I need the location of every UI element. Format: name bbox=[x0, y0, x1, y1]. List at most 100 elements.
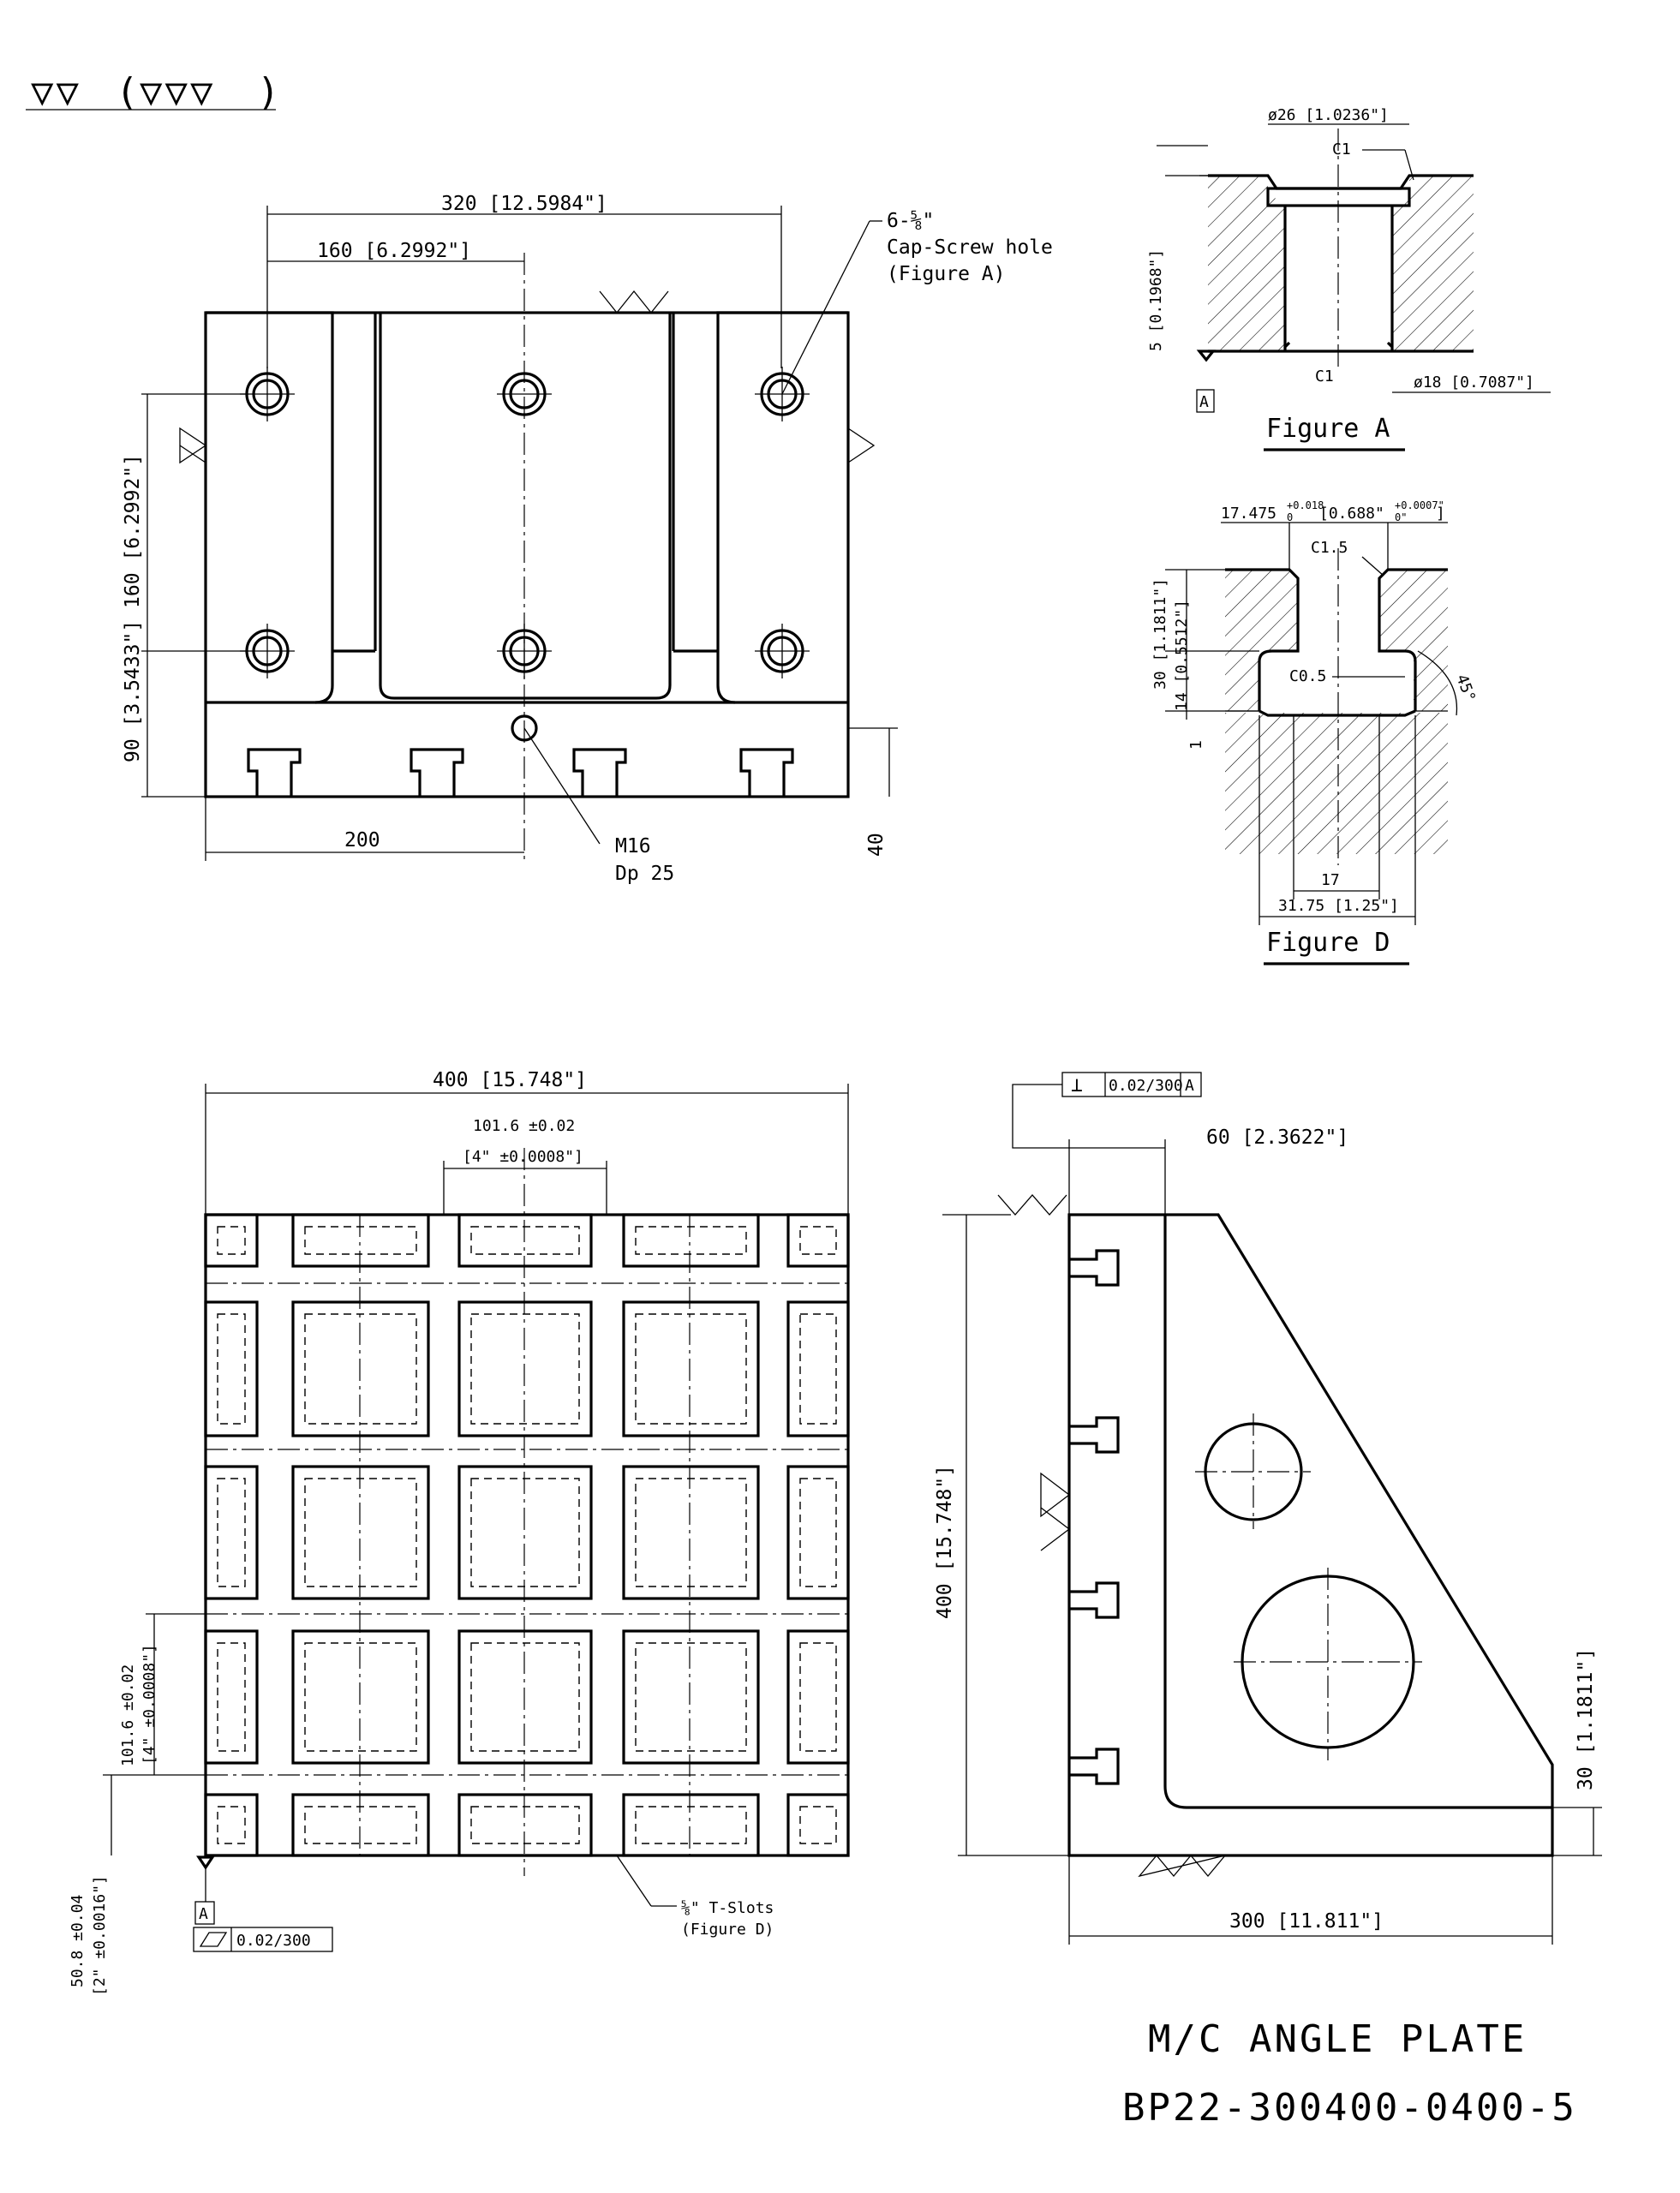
dim-160-h: 160 [6.2992"] bbox=[317, 240, 471, 262]
plan-pad bbox=[204, 1793, 259, 1857]
plan-pad-hidden-edge bbox=[470, 1478, 580, 1587]
callout-holes-2: Cap-Screw hole bbox=[887, 236, 1053, 259]
plan-pad bbox=[622, 1465, 760, 1600]
fig-d-in-tol-up: +0.0007" bbox=[1395, 499, 1444, 511]
fig-d-in-tol-dn: 0" bbox=[1395, 511, 1407, 523]
fig-d-dim-31: 31.75 [1.25"] bbox=[1278, 897, 1399, 915]
plan-pad-hidden-edge bbox=[799, 1313, 837, 1425]
fig-d-dim-1: 1 bbox=[1187, 740, 1205, 750]
plan-pad-hidden-edge bbox=[635, 1313, 747, 1425]
plan-pad bbox=[457, 1300, 593, 1437]
front-view: 320 [12.5984"] 160 [6.2992"] 90 [3.5433"… bbox=[122, 193, 1053, 885]
plan-offset-2: [2" ±0.0016"] bbox=[91, 1875, 109, 1996]
fig-a-dia-top: ø26 [1.0236"] bbox=[1268, 106, 1389, 124]
dim-40: 40 bbox=[865, 833, 888, 857]
plan-vpitch-2: [4" ±0.0008"] bbox=[140, 1644, 158, 1765]
t-slots-side bbox=[1069, 1249, 1120, 1785]
plan-pad-hidden-edge bbox=[304, 1806, 417, 1844]
plan-pad-hidden-edge bbox=[635, 1478, 747, 1587]
plan-pad-hidden-edge bbox=[470, 1642, 580, 1752]
plan-offset-1: 50.8 ±0.04 bbox=[69, 1895, 87, 1987]
plan-pad-hidden-edge bbox=[304, 1478, 417, 1587]
fig-d-tol-up: +0.018 bbox=[1287, 499, 1324, 511]
surface-fine-text: ▽▽▽ bbox=[140, 70, 215, 114]
perp-datum: A bbox=[1185, 1077, 1194, 1095]
drawing-title: M/C ANGLE PLATE bbox=[1148, 2017, 1527, 2061]
plan-pad bbox=[457, 1629, 593, 1765]
plan-pad bbox=[622, 1793, 760, 1857]
plan-grid-cells bbox=[204, 1213, 850, 1857]
fig-a-datum: A bbox=[1199, 393, 1209, 411]
plan-pad bbox=[457, 1793, 593, 1857]
fig-a-depth: 5 [0.1968"] bbox=[1147, 249, 1165, 351]
side-dim-300: 300 [11.811"] bbox=[1229, 1910, 1384, 1933]
side-view: ⊥ 0.02/300 A 60 [2.3622"] 400 [15.748"] … bbox=[934, 1072, 1602, 1945]
tslot-label-1: ⅝" T-Slots bbox=[681, 1899, 774, 1917]
figure-a: ø26 [1.0236"] C1 C1 ø18 [0.7087"] 5 [0.1… bbox=[1147, 106, 1551, 451]
surface-finish-symbol: ▽▽ ( ▽▽▽ ) bbox=[26, 70, 280, 114]
plan-pad bbox=[786, 1465, 850, 1600]
perp-symbol-icon: ⊥ bbox=[1071, 1074, 1083, 1096]
plan-pad bbox=[204, 1213, 259, 1268]
figure-d: 17.475 +0.018 0 [0.688" +0.0007" 0" ] C1… bbox=[1151, 499, 1479, 965]
plan-pitch-1: 101.6 ±0.02 bbox=[473, 1117, 575, 1135]
plan-flatness: 0.02/300 bbox=[236, 1932, 311, 1950]
plan-pad bbox=[622, 1300, 760, 1437]
plan-pad-hidden-edge bbox=[217, 1226, 246, 1255]
dim-90-160: 90 [3.5433"] 160 [6.2992"] bbox=[122, 454, 144, 762]
plan-pad bbox=[786, 1629, 850, 1765]
plan-view-outline bbox=[204, 1213, 850, 1857]
plan-pad bbox=[291, 1629, 430, 1765]
plan-pad bbox=[204, 1300, 259, 1437]
dim-200: 200 bbox=[344, 829, 380, 852]
plan-pad-hidden-edge bbox=[304, 1313, 417, 1425]
side-view-outline bbox=[1067, 1213, 1554, 1857]
perp-value: 0.02/300 bbox=[1109, 1077, 1183, 1095]
surface-rough-text: ▽▽ bbox=[31, 70, 81, 114]
plan-pad bbox=[786, 1793, 850, 1857]
side-dim-60: 60 [2.3622"] bbox=[1206, 1126, 1348, 1149]
part-number: BP22-300400-0400-5 bbox=[1122, 2086, 1577, 2130]
fig-d-dim-14: 14 [0.5512"] bbox=[1173, 600, 1191, 711]
plan-pad bbox=[786, 1213, 850, 1268]
fig-d-width-in: [0.688" bbox=[1319, 505, 1384, 523]
plan-pad-hidden-edge bbox=[217, 1806, 246, 1844]
plan-pad bbox=[291, 1213, 430, 1268]
fig-d-chamfer-top: C1.5 bbox=[1311, 539, 1348, 557]
plan-pad bbox=[291, 1793, 430, 1857]
plan-pad bbox=[204, 1629, 259, 1765]
plan-pad-hidden-edge bbox=[799, 1806, 837, 1844]
fig-a-chamfer-bottom: C1 bbox=[1315, 367, 1334, 385]
callout-holes-3: (Figure A) bbox=[887, 263, 1005, 285]
plan-pad bbox=[204, 1465, 259, 1600]
fig-d-dim-17: 17 bbox=[1321, 871, 1340, 889]
plan-pad bbox=[291, 1300, 430, 1437]
plan-pitch-2: [4" ±0.0008"] bbox=[463, 1148, 583, 1166]
plan-pad-hidden-edge bbox=[470, 1313, 580, 1425]
plan-pad-hidden-edge bbox=[217, 1478, 246, 1587]
side-dim-30: 30 [1.1811"] bbox=[1575, 1648, 1597, 1790]
plan-pad-hidden-edge bbox=[304, 1642, 417, 1752]
plan-pad bbox=[622, 1629, 760, 1765]
plan-pad bbox=[291, 1465, 430, 1600]
plan-pad bbox=[786, 1300, 850, 1437]
tap-depth: Dp 25 bbox=[615, 863, 674, 885]
fig-d-width: 17.475 bbox=[1221, 505, 1276, 523]
flatness-icon bbox=[199, 1932, 228, 1947]
fig-d-dim-30: 30 [1.1811"] bbox=[1151, 578, 1169, 690]
plan-pad-hidden-edge bbox=[635, 1806, 747, 1844]
plan-pad-hidden-edge bbox=[304, 1226, 417, 1255]
fig-d-tol-dn: 0 bbox=[1287, 511, 1293, 523]
plan-pad-hidden-edge bbox=[799, 1478, 837, 1587]
fig-d-bracket: ] bbox=[1436, 505, 1445, 523]
tslot-label-2: (Figure D) bbox=[681, 1921, 774, 1939]
plan-pad-hidden-edge bbox=[217, 1313, 246, 1425]
fig-a-dia-bottom: ø18 [0.7087"] bbox=[1414, 373, 1534, 391]
fig-d-title: Figure D bbox=[1266, 928, 1390, 958]
plan-pad-hidden-edge bbox=[799, 1226, 837, 1255]
tap-size: M16 bbox=[615, 835, 651, 857]
t-slots-front bbox=[247, 748, 794, 797]
plan-pad-hidden-edge bbox=[635, 1226, 747, 1255]
side-dim-400: 400 [15.748"] bbox=[934, 1465, 956, 1619]
